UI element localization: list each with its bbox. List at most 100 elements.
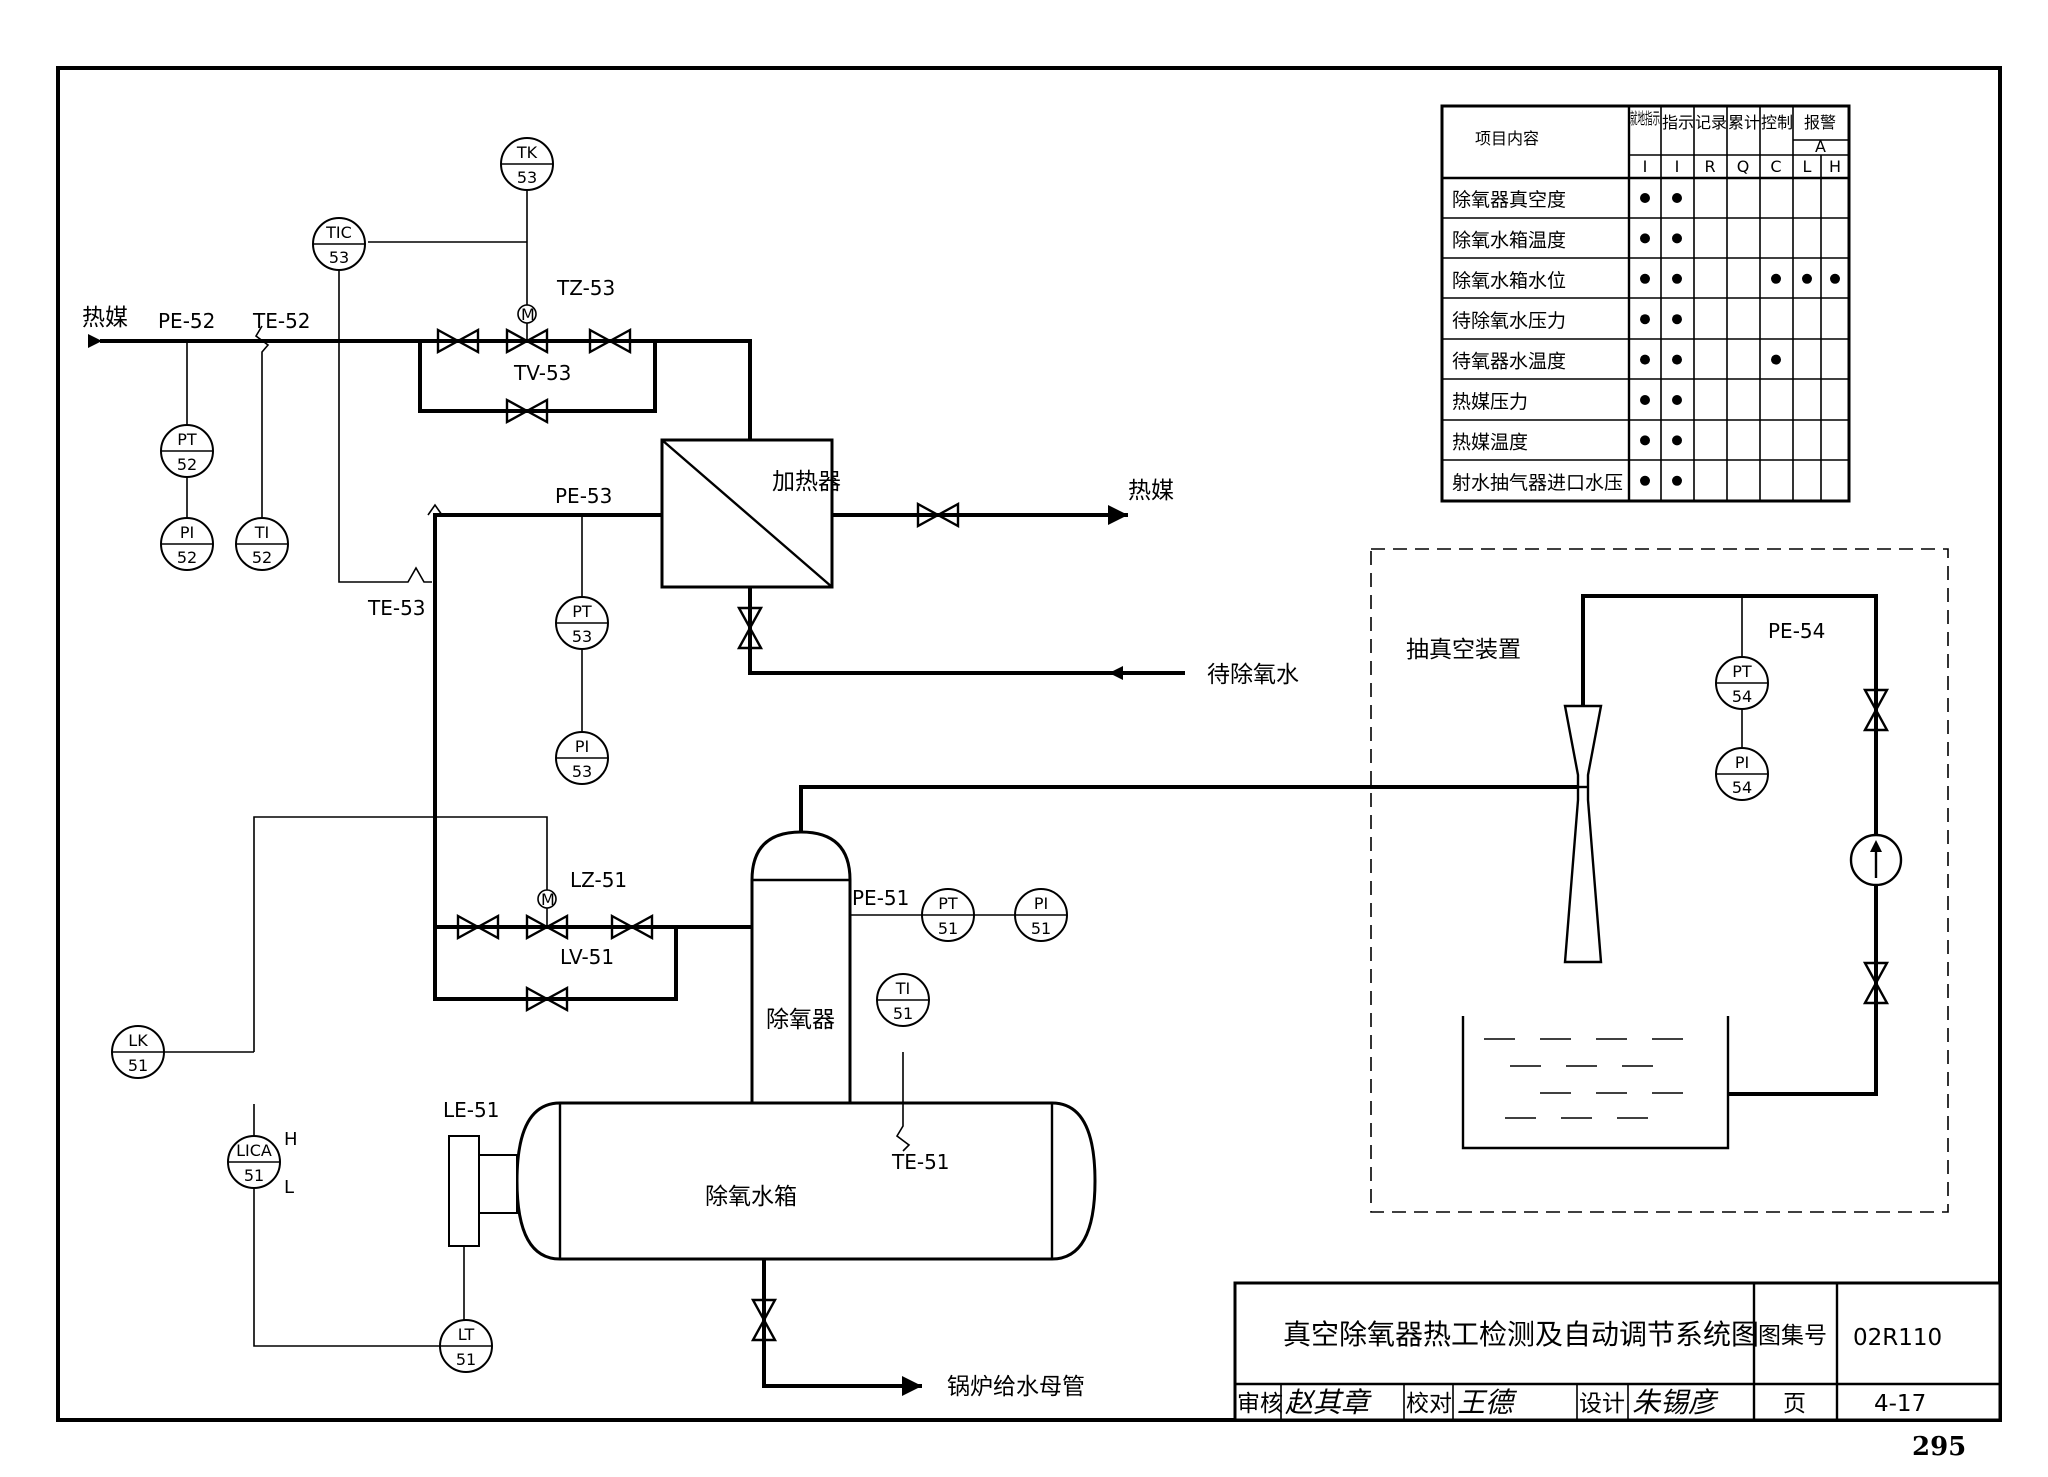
instrument-tk53[interactable]: TK 53 [500, 137, 554, 191]
bypass-valve-1[interactable] [505, 397, 549, 425]
instrument-loop-number: 54 [1732, 778, 1752, 797]
tz53-label: TZ-53 [556, 276, 615, 300]
page-label: 页 [1783, 1391, 1806, 1417]
table-mark-dot [1672, 233, 1682, 244]
water-pump[interactable] [1849, 833, 1903, 887]
table-row: 除氧水箱水位 [1452, 270, 1840, 292]
motor-symbol-2: M [541, 890, 555, 909]
instrument-pt52[interactable]: PT 52 [160, 424, 214, 478]
table-mark-dot [1802, 273, 1812, 284]
column-letter: H [1829, 157, 1841, 176]
table-row-item: 待除氧水压力 [1452, 310, 1566, 332]
instrument-function: PT [938, 894, 958, 913]
instrument-function: PI [1034, 894, 1048, 913]
col-total-header: 累计 [1728, 113, 1760, 132]
gate-valve-3[interactable] [456, 913, 500, 941]
table-row: 射水抽气器进口水压 [1452, 472, 1682, 494]
table-mark-dot [1640, 475, 1650, 486]
instrument-loop-number: 51 [893, 1004, 913, 1023]
pe52-label: PE-52 [158, 309, 215, 333]
le51-level-gauge [448, 1135, 518, 1247]
te51-label: TE-51 [891, 1150, 950, 1174]
instrument-function: TI [254, 523, 270, 542]
water-in-label: 待除氧水 [1207, 662, 1299, 688]
loop-valve-lower[interactable] [1862, 961, 1890, 1005]
table-mark-dot [1672, 273, 1682, 284]
table-row: 待氧器水温度 [1452, 351, 1781, 373]
page-value: 4-17 [1874, 1391, 1926, 1417]
table-mark-dot [1771, 273, 1781, 284]
table-row-item: 除氧水箱温度 [1452, 229, 1566, 251]
heater: 加热器 [660, 438, 841, 589]
table-mark-dot [1672, 314, 1682, 325]
loop-valve-upper[interactable] [1862, 688, 1890, 732]
column-letter: R [1704, 157, 1715, 176]
page-number: 295 [1912, 1432, 1966, 1462]
instrument-loop-number: 51 [128, 1056, 148, 1075]
table-row-item: 射水抽气器进口水压 [1452, 472, 1623, 494]
table-row: 热媒压力 [1452, 391, 1682, 413]
table-row: 除氧水箱温度 [1452, 229, 1682, 251]
title-block: 真空除氧器热工检测及自动调节系统图 图集号 02R110 审核 校对 设计 页 … [1233, 1281, 2002, 1422]
table-mark-dot [1640, 354, 1650, 365]
table-mark-dot [1640, 233, 1650, 244]
table-row-item: 热媒压力 [1452, 391, 1528, 413]
drawing-title: 真空除氧器热工检测及自动调节系统图 [1283, 1318, 1759, 1351]
lv51-label: LV-51 [560, 945, 614, 969]
atlas-number: 02R110 [1853, 1325, 1942, 1351]
tank-label: 除氧水箱 [705, 1184, 797, 1210]
instrument-function: TK [516, 143, 538, 162]
alarm-letter: A [1815, 137, 1826, 156]
instrument-function: PT [177, 430, 197, 449]
review-signature: 赵其章 [1285, 1386, 1372, 1419]
instrument-function: PI [575, 737, 589, 756]
drawing-border [56, 66, 2002, 1422]
lv51-control-valve[interactable]: M [525, 889, 569, 941]
alarm-h-label: H [284, 1129, 298, 1150]
bypass-valve-2[interactable] [525, 985, 569, 1013]
table-rows: 除氧器真空度除氧水箱温度除氧水箱水位待除氧水压力待氧器水温度热媒压力热媒温度射水… [1452, 189, 1840, 494]
water-inlet-valve[interactable] [736, 606, 764, 650]
design-label: 设计 [1579, 1391, 1625, 1417]
outlet-valve[interactable] [916, 501, 960, 529]
feed-valve[interactable] [750, 1298, 778, 1342]
table-row-item: 除氧器真空度 [1452, 189, 1566, 211]
gate-valve-4[interactable] [610, 913, 654, 941]
table-mark-dot [1830, 273, 1840, 284]
instrument-loop-number: 52 [177, 548, 197, 567]
pe53-label: PE-53 [555, 484, 612, 508]
gate-valve-1[interactable] [436, 327, 480, 355]
instrument-function: LICA [236, 1141, 272, 1160]
instrument-bubbles: TK53TIC53PT52PI52TI52PT53PI53PT51PI51TI5… [111, 137, 1769, 1373]
tv53-control-valve[interactable]: M [505, 304, 549, 355]
col-indicate-header: 指示 [1662, 113, 1694, 132]
table-row-item: 待氧器水温度 [1452, 351, 1566, 373]
instrument-loop-number: 52 [177, 455, 197, 474]
table-mark-dot [1672, 193, 1682, 203]
table-row: 待除氧水压力 [1452, 310, 1682, 332]
col-alarm-header: 报警 [1804, 113, 1836, 132]
instrument-loop-number: 53 [517, 168, 537, 187]
table-row-item: 除氧水箱水位 [1452, 270, 1566, 292]
gate-valve-2[interactable] [588, 327, 632, 355]
column-letter: I [1675, 157, 1680, 176]
col-local-header: 就地指示 [1630, 109, 1660, 128]
instrument-function: PT [572, 602, 592, 621]
heat-medium-inlet: 热媒 PE-52 TE-52 [82, 305, 752, 530]
table-mark-dot [1672, 354, 1682, 365]
table-mark-dot [1640, 273, 1650, 284]
